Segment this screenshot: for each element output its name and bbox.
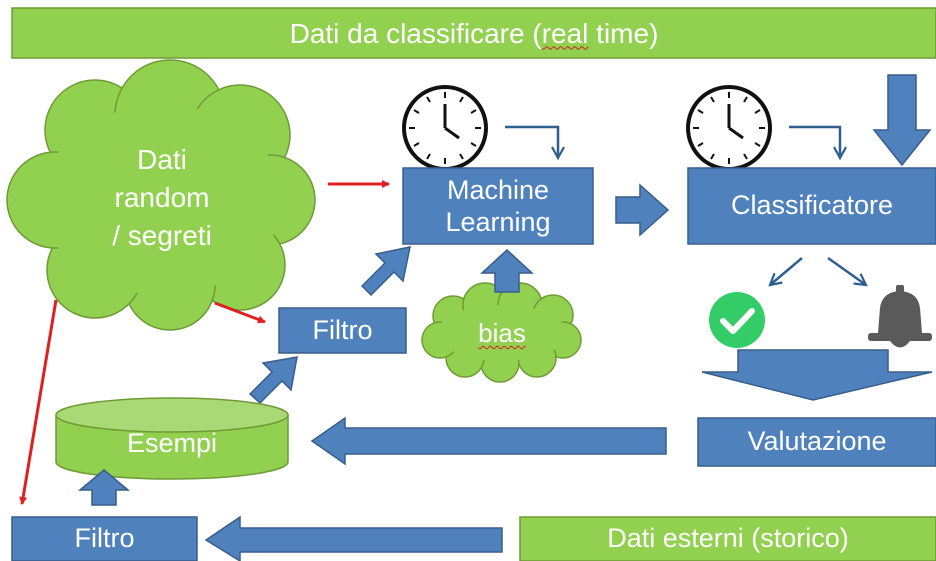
classifier-box [687, 167, 936, 245]
arrow-bias-to-ml [480, 248, 534, 293]
examples-database [55, 397, 289, 480]
bell-icon [868, 285, 932, 348]
arrow-to-check [770, 257, 803, 285]
arrow-header-to-classifier [872, 74, 932, 167]
red-arrow-cloud-to-filter-bottom [19, 299, 58, 505]
arrow-external-to-filter [204, 515, 503, 561]
filter-top-box [278, 307, 407, 354]
arrow-filter-to-examples [77, 469, 131, 506]
check-icon [709, 292, 765, 348]
arrow-clock-to-classifier [789, 125, 840, 158]
arrow-evaluation-to-examples [310, 416, 667, 466]
machine-learning-box [402, 167, 594, 245]
external-data-box [519, 516, 936, 561]
header-bar [11, 7, 936, 59]
evaluation-box [697, 417, 936, 467]
filter-bottom-box [11, 516, 198, 561]
clock-icon [686, 85, 772, 171]
arrow-clock-to-ml [505, 125, 558, 158]
clock-icon [402, 85, 488, 171]
arrow-ml-to-classifier [615, 183, 670, 237]
arrow-examples-to-filter [248, 356, 298, 405]
red-arrow-cloud-to-filter [214, 301, 266, 324]
arrow-filter-to-ml [360, 246, 411, 297]
arrow-to-evaluation [701, 349, 933, 401]
arrow-to-bell [827, 256, 866, 285]
